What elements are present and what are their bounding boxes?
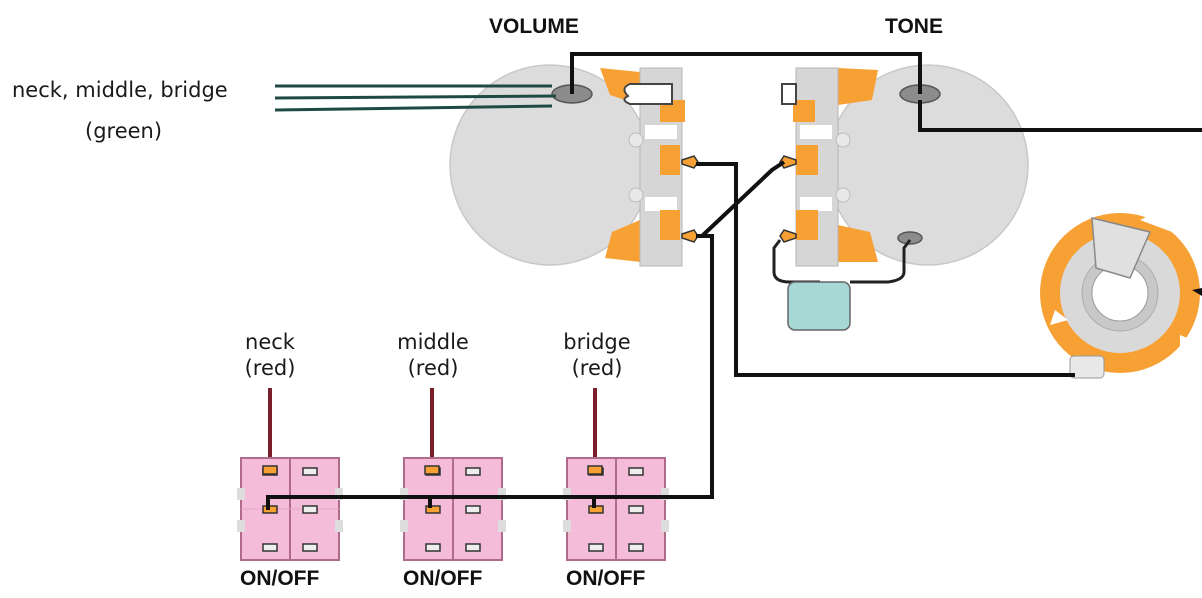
volume-label: VOLUME	[489, 15, 579, 38]
bridge-color: (red)	[571, 356, 623, 380]
middle-label: middle (red)	[386, 329, 480, 381]
neck-name: neck	[245, 330, 295, 354]
neck-label: neck (red)	[232, 329, 308, 381]
toggle-switch-icon	[400, 457, 506, 561]
tone-pot-icon	[779, 64, 1029, 267]
volume-pot-icon	[449, 64, 699, 267]
capacitor-icon	[772, 239, 912, 331]
red-wire-tips	[262, 465, 603, 475]
switch-label-middle: ON/OFF	[403, 567, 483, 590]
wire-black-tone-to-edge	[918, 100, 1202, 132]
pickups-label: neck, middle, bridge	[12, 78, 228, 102]
wire-black-switch-bus-front	[266, 495, 712, 510]
wire-green-pickups	[274, 84, 557, 112]
toggle-switch-icon	[237, 457, 343, 561]
toggle-switch-icon	[563, 457, 669, 561]
bridge-label: bridge (red)	[550, 329, 644, 381]
wire-black-volume-out-to-jack	[696, 162, 1075, 377]
middle-name: middle	[397, 330, 469, 354]
bridge-name: bridge	[563, 330, 631, 354]
wire-black-tone-link	[700, 160, 786, 238]
switch-label-bridge: ON/OFF	[566, 567, 646, 590]
middle-color: (red)	[407, 356, 459, 380]
tone-label: TONE	[885, 15, 943, 38]
switch-label-neck: ON/OFF	[240, 567, 320, 590]
pickups-color-label: (green)	[85, 119, 163, 143]
wire-black-volume-to-tone	[570, 52, 922, 94]
neck-color: (red)	[244, 356, 296, 380]
output-jack-icon	[1040, 210, 1202, 379]
